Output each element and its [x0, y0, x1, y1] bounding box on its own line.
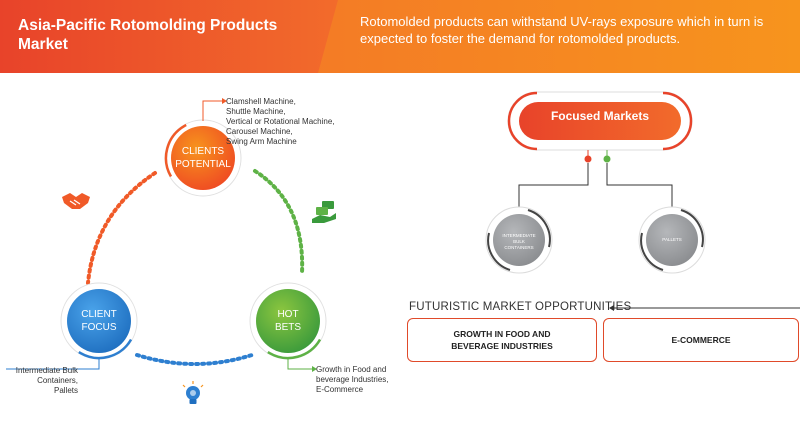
- ibc-label: INTERMEDIATE BULK CONTAINERS: [502, 233, 536, 250]
- clients-potential-arrow: [222, 98, 227, 104]
- client-focus-label: CLIENT FOCUS: [81, 309, 117, 333]
- page-subtitle: Rotomolded products can withstand UV-ray…: [360, 14, 764, 46]
- money-hand-icon: [312, 201, 336, 223]
- client-focus-node: [60, 282, 138, 360]
- focused-markets-label: Focused Markets: [550, 109, 650, 123]
- hot-bets-label: HOT BETS: [274, 309, 302, 333]
- client-focus-detail: Intermediate Bulk Containers, Pallets: [15, 366, 78, 395]
- lightbulb-icon: [182, 381, 204, 404]
- fm-branch-left: [518, 163, 589, 208]
- connector-orange: [86, 171, 157, 285]
- clients-potential-node: [164, 119, 242, 197]
- futuristic-heading: FUTURISTIC MARKET OPPORTUNITIES: [409, 301, 632, 313]
- pallets-label: PALLETS: [662, 237, 682, 242]
- clients-potential-detail: Clamshell Machine, Shuttle Machine, Vert…: [226, 97, 335, 146]
- hot-bets-node: [249, 282, 327, 360]
- hot-bets-arrow: [312, 366, 317, 372]
- ibc-node: [485, 206, 553, 274]
- handshake-icon: [62, 193, 90, 209]
- page-title: Asia-Pacific Rotomolding Products Market: [18, 17, 278, 53]
- hot-bets-detail: Growth in Food and beverage Industries, …: [316, 365, 389, 394]
- connector-green: [253, 169, 305, 275]
- futuristic-arrow-head: [609, 305, 614, 311]
- header-banner: Asia-Pacific Rotomolding Products Market…: [0, 0, 800, 73]
- diagram-canvas: [6, 91, 800, 404]
- client-focus-leader: [6, 359, 100, 370]
- hot-bets-leader: [287, 359, 312, 370]
- fm-branch-right: [606, 163, 673, 208]
- fm-dot-green: [603, 155, 611, 163]
- connector-blue: [135, 353, 254, 366]
- clients-potential-label: CLIENTS POTENTIAL: [175, 146, 231, 170]
- opportunity-food-beverage: GROWTH IN FOOD AND BEVERAGE INDUSTRIES: [407, 318, 597, 362]
- clients-potential-leader: [202, 100, 222, 121]
- header-background: [0, 0, 800, 73]
- opportunity-ecommerce: E-COMMERCE: [603, 318, 799, 362]
- pallets-node: [638, 206, 706, 274]
- fm-dot-red: [584, 155, 592, 163]
- focused-markets-pill: [507, 91, 693, 151]
